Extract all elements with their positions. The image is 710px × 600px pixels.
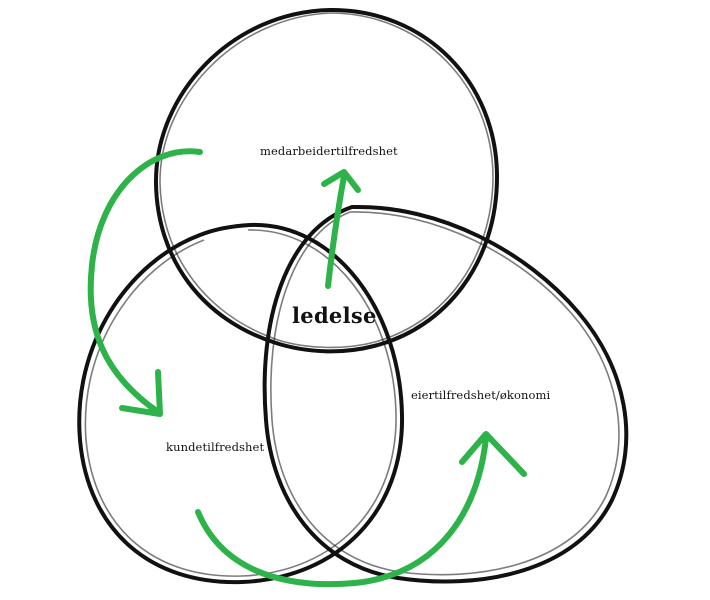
arrow-left-to-right-head <box>459 431 527 477</box>
right-circle <box>262 204 629 584</box>
left-circle <box>77 222 405 585</box>
arrow-center-to-top <box>325 173 347 289</box>
label-employee-satisfaction: medarbeidertilfredshet <box>260 144 398 158</box>
top-circle-sketch-stroke <box>159 12 494 349</box>
label-owner-satisfaction-economy: eiertilfredshet/økonomi <box>411 388 551 402</box>
top-circle <box>153 7 499 354</box>
right-circle-sketch-stroke <box>270 211 620 576</box>
arrow-center-to-top-head <box>321 169 361 193</box>
label-leadership: ledelse <box>292 303 377 328</box>
arrow-top-to-left-head <box>119 369 163 417</box>
arrow-left-to-right <box>195 435 489 588</box>
arrow-top-to-left <box>87 148 203 415</box>
left-circle-sketch-stroke <box>84 229 397 577</box>
label-customer-satisfaction: kundetilfredshet <box>166 440 265 454</box>
